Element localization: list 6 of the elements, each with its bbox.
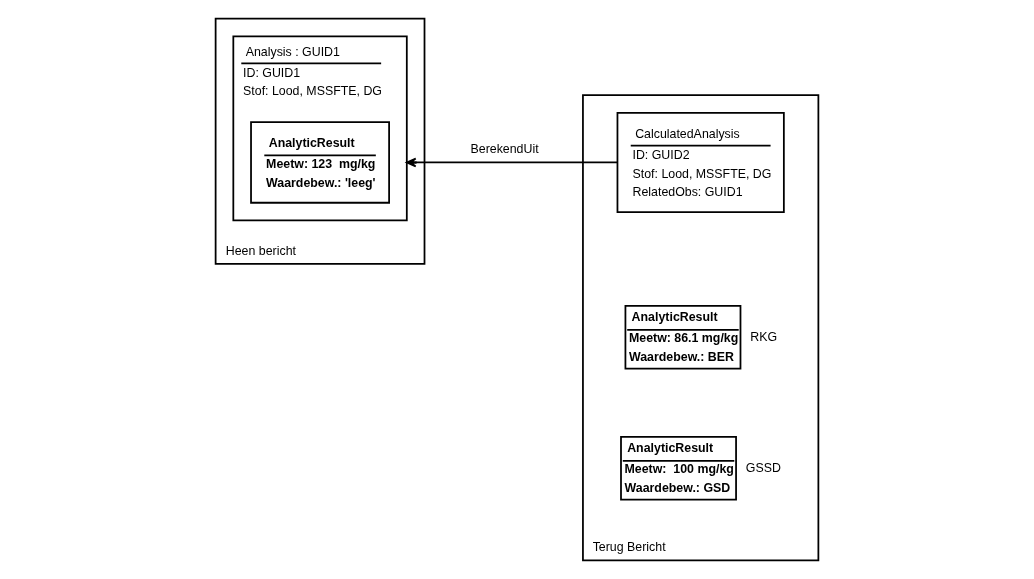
node-box: AnalyticResult Meetw: 123 mg/kg Waardebew.: 'leeg' [250, 121, 390, 204]
node-box: CalculatedAnalysis ID: GUID2 Stof: Lood, MSSFTE, DG RelatedObs: GUID1 [616, 112, 785, 213]
node-label: RKG [750, 329, 778, 344]
node-label: GSSD [745, 460, 781, 475]
edge-label: BerekendUit [470, 142, 539, 157]
arrow [405, 157, 619, 168]
